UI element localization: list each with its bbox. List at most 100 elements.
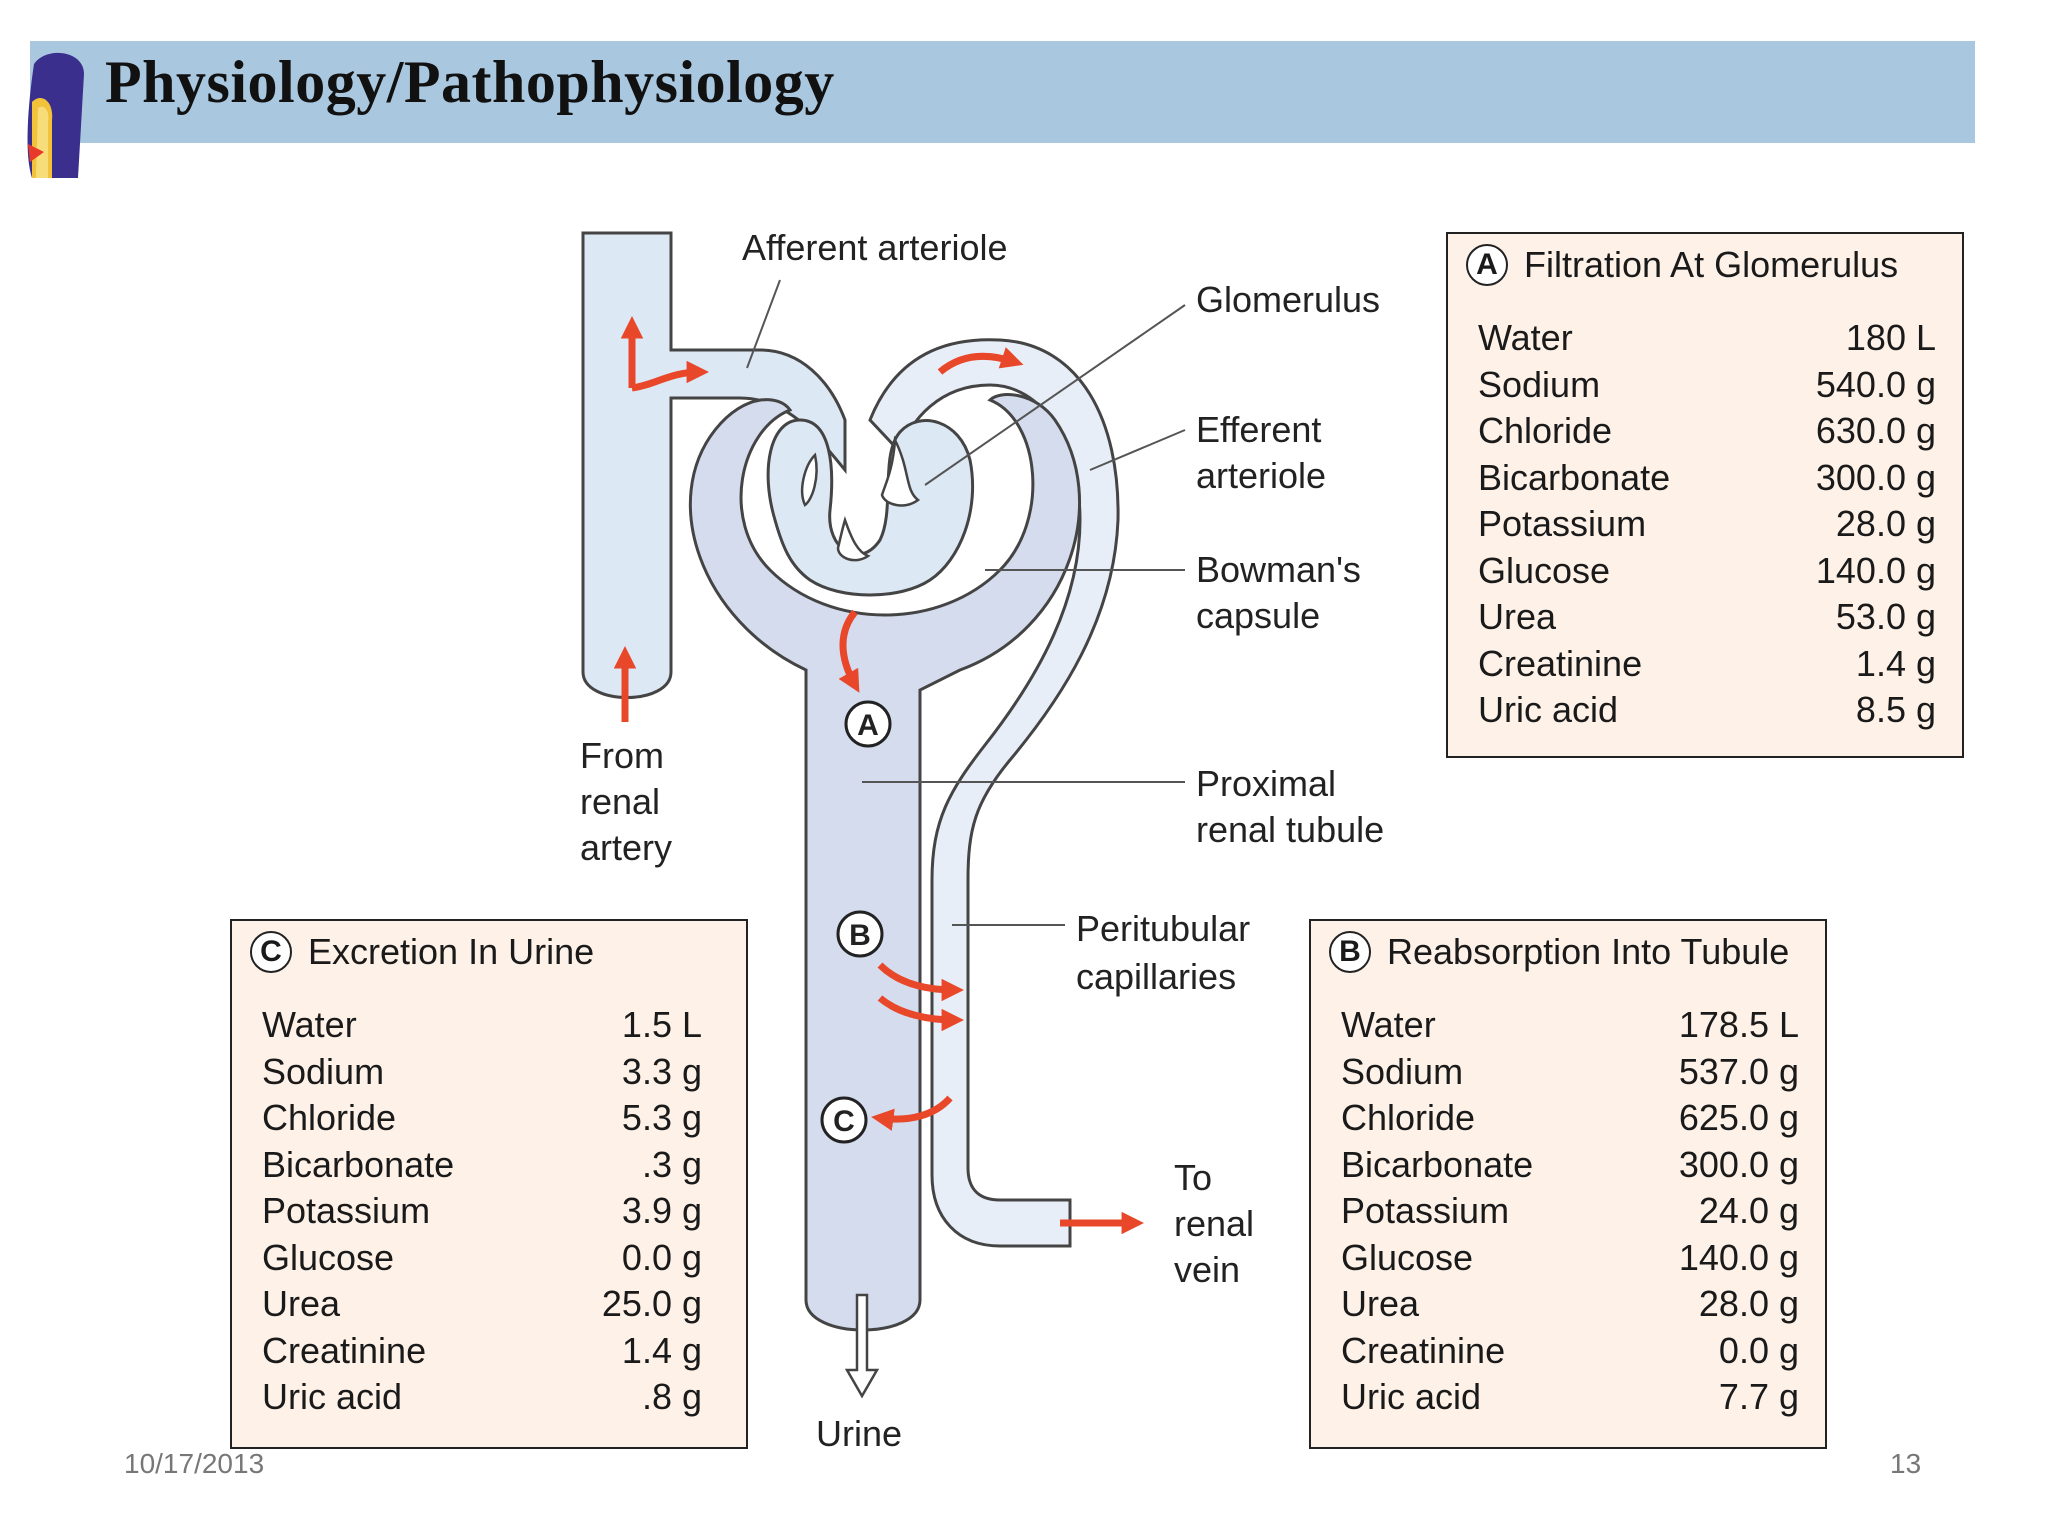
row-value: 625.0 g xyxy=(1678,1097,1799,1138)
row-value: 1.5 L xyxy=(621,1004,702,1045)
hollow-down-arrow-icon xyxy=(844,1293,880,1399)
row-name: Creatinine xyxy=(1478,642,1643,684)
leader-glomerulus xyxy=(924,304,1186,486)
row-name: Chloride xyxy=(1341,1097,1476,1138)
arrow-artery-branch-right xyxy=(631,360,709,392)
label-proximal-2: renal tubule xyxy=(1196,809,1385,850)
label-bowmans-1: Bowman's xyxy=(1196,549,1361,590)
row-name: Sodium xyxy=(262,1050,385,1092)
row-name: Glucose xyxy=(262,1236,395,1278)
arrow-reabsorption-1 xyxy=(877,962,964,1002)
label-efferent-1: Efferent xyxy=(1196,409,1322,450)
table-row: Bicarbonate 300.0 g xyxy=(1341,1144,1799,1191)
row-value: 7.7 g xyxy=(1718,1376,1799,1417)
row-name: Urea xyxy=(1341,1283,1420,1324)
kidney-logo-icon xyxy=(27,52,84,178)
label-artery: artery xyxy=(580,827,673,868)
row-value: 178.5 L xyxy=(1678,1004,1799,1045)
row-name: Creatinine xyxy=(262,1329,427,1371)
table-row: Chloride 5.3 g xyxy=(262,1097,702,1144)
label-vein: vein xyxy=(1174,1249,1241,1290)
marker-c-letter: C xyxy=(833,1105,855,1138)
row-name: Glucose xyxy=(1478,549,1611,591)
row-name: Sodium xyxy=(1341,1050,1464,1092)
row-name: Chloride xyxy=(262,1097,397,1138)
label-peritubular-2: capillaries xyxy=(1076,956,1237,997)
row-name: Bicarbonate xyxy=(1341,1143,1534,1185)
glomerulus-inner-loop-1 xyxy=(800,452,818,507)
label-afferent-arteriole: Afferent arteriole xyxy=(742,227,1008,268)
panel-reabsorption-title: Reabsorption Into Tubule xyxy=(1387,931,1790,972)
row-value: 140.0 g xyxy=(1678,1236,1799,1278)
row-value: 0.0 g xyxy=(621,1236,702,1278)
row-name: Urea xyxy=(262,1283,341,1324)
row-value: 540.0 g xyxy=(1815,363,1936,405)
arrow-secretion xyxy=(871,1095,953,1131)
row-value: 5.3 g xyxy=(621,1097,702,1138)
row-value: 24.0 g xyxy=(1698,1190,1799,1231)
row-name: Bicarbonate xyxy=(1478,456,1671,498)
row-name: Potassium xyxy=(1341,1190,1510,1231)
label-efferent-2: arteriole xyxy=(1196,455,1327,496)
table-row: Water 178.5 L xyxy=(1341,1004,1799,1051)
label-peritubular-1: Peritubular xyxy=(1076,908,1251,949)
table-row: Chloride 625.0 g xyxy=(1341,1097,1799,1144)
row-name: Uric acid xyxy=(1478,689,1619,730)
row-value: 537.0 g xyxy=(1678,1050,1799,1092)
leader-afferent xyxy=(746,279,781,369)
panel-filtration-letter: A xyxy=(1466,244,1508,286)
row-value: 3.9 g xyxy=(621,1190,702,1231)
table-row: Potassium 24.0 g xyxy=(1341,1190,1799,1237)
row-value: 300.0 g xyxy=(1678,1143,1799,1185)
label-urine: Urine xyxy=(816,1413,903,1454)
row-value: 300.0 g xyxy=(1815,456,1936,498)
row-name: Uric acid xyxy=(262,1376,403,1417)
table-row: Uric acid.8 g xyxy=(262,1376,702,1423)
marker-b: B xyxy=(836,910,884,958)
slide-page-number: 13 xyxy=(1890,1448,1922,1479)
table-row: Potassium 3.9 g xyxy=(262,1190,702,1237)
header-bar xyxy=(30,41,1975,143)
row-name: Sodium xyxy=(1478,363,1601,405)
table-row: Bicarbonate 300.0 g xyxy=(1478,457,1936,504)
label-to: To xyxy=(1174,1157,1213,1198)
row-value: 25.0 g xyxy=(601,1283,702,1324)
table-row: Bicarbonate.3 g xyxy=(262,1144,702,1191)
glomerulus-inner-loop-3 xyxy=(836,515,871,562)
panel-excretion-letter: C xyxy=(250,931,292,973)
row-name: Water xyxy=(1341,1004,1436,1045)
label-proximal-1: Proximal xyxy=(1196,763,1337,804)
row-name: Glucose xyxy=(1341,1236,1474,1278)
row-name: Urea xyxy=(1478,596,1557,637)
table-row: Glucose 0.0 g xyxy=(262,1237,702,1284)
label-renal-vein-renal: renal xyxy=(1174,1203,1255,1244)
row-value: 180 L xyxy=(1845,317,1936,358)
label-bowmans-2: capsule xyxy=(1196,595,1321,636)
glomerulus-inner-loop-2 xyxy=(880,435,921,507)
panel-reabsorption-rows: Water 178.5 L Sodium 537.0 g Chloride 625.0… xyxy=(1341,1004,1799,1423)
marker-a-letter: A xyxy=(857,709,879,742)
panel-filtration-header: A Filtration At Glomerulus xyxy=(1466,244,1898,286)
marker-c: C xyxy=(820,1096,868,1144)
table-row: Sodium 537.0 g xyxy=(1341,1051,1799,1098)
slide-title: Physiology/Pathophysiology xyxy=(105,49,835,115)
arrow-filtration xyxy=(838,609,860,693)
panel-excretion-header: C Excretion In Urine xyxy=(250,931,594,973)
panel-excretion-title: Excretion In Urine xyxy=(308,931,595,972)
row-name: Potassium xyxy=(262,1190,431,1231)
